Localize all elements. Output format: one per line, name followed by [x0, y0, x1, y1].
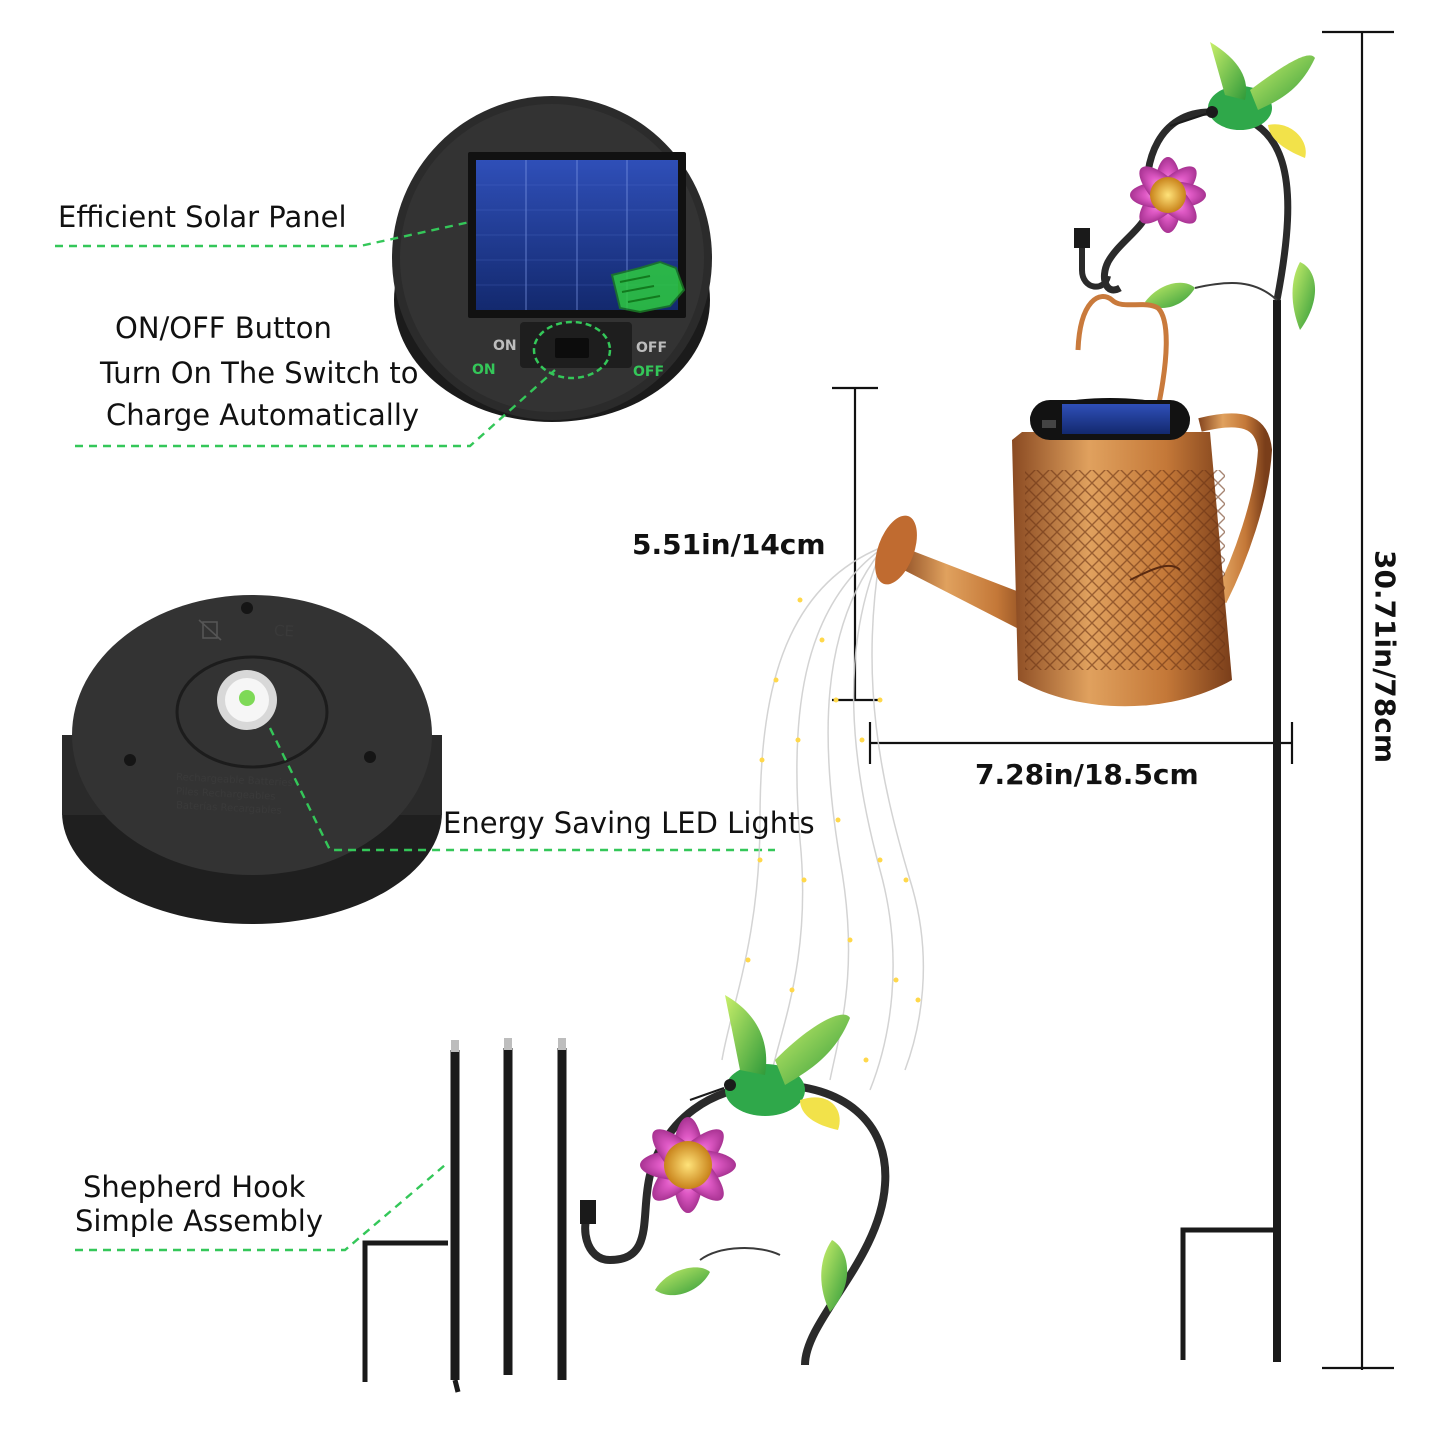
- label-hook-line1: Shepherd Hook: [83, 1170, 306, 1204]
- switch-off-dark: OFF: [636, 340, 668, 356]
- label-onoff-line3: Charge Automatically: [106, 398, 420, 432]
- label-led-lights: Energy Saving LED Lights: [443, 806, 815, 840]
- battery-ce-mark: CE: [273, 621, 295, 641]
- switch-on-dark: ON: [493, 338, 517, 354]
- label-onoff-title: ON/OFF Button: [115, 311, 332, 345]
- hummingbird-bottom: [689, 995, 850, 1130]
- bottom-crook: [580, 995, 890, 1366]
- solar-module-top: [392, 96, 712, 422]
- dimension-can-width: 7.28in/18.5cm: [975, 758, 1199, 791]
- label-solar-panel: Efficient Solar Panel: [58, 200, 347, 234]
- recycle-bin-icon: [198, 619, 222, 641]
- flower-top: [1130, 157, 1206, 233]
- leader-lines: [55, 220, 775, 1252]
- switch-on-green: ON: [472, 362, 496, 378]
- switch-off-green: OFF: [633, 364, 665, 380]
- dimension-lines: [832, 30, 1394, 1370]
- led-strands: [721, 547, 925, 1091]
- flower-bottom: [640, 1117, 736, 1213]
- hook-parts: [362, 1048, 567, 1393]
- pointer-hand-icon: [610, 260, 686, 314]
- battery-module: [62, 595, 442, 924]
- hummingbird-top: [1169, 42, 1315, 158]
- label-hook-line2: Simple Assembly: [75, 1204, 324, 1238]
- label-onoff-line2: Turn On The Switch to: [100, 356, 419, 390]
- dimension-can-height: 5.51in/14cm: [632, 528, 826, 561]
- dimension-total-height: 30.71in/78cm: [1368, 549, 1402, 764]
- watering-can: [875, 294, 1273, 707]
- tall-shepherd-hook: [1074, 42, 1316, 1362]
